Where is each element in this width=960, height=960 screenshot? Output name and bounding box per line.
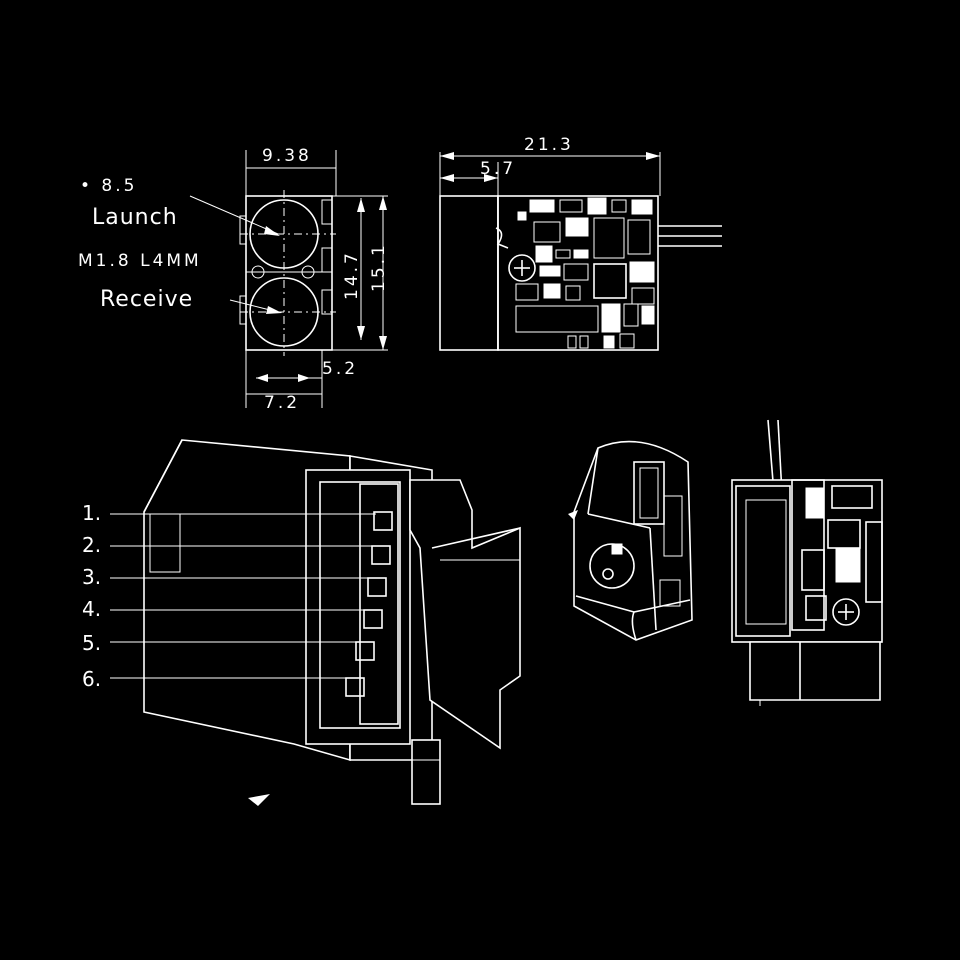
dim-total-length: 21.3 (524, 135, 574, 155)
receive-label: Receive (100, 287, 193, 312)
side-view: 21.3 5.7 (439, 135, 722, 351)
dim-top-width: 9.38 (262, 146, 312, 166)
launch-label: Launch (92, 205, 178, 230)
pin-label-6: 6. (82, 667, 101, 691)
dim-nose-length: 5.7 (480, 159, 516, 179)
pin-view: 1. 2. 3. 4. 5. 6. (82, 439, 521, 806)
dim-inner-height: 14.7 (342, 250, 362, 300)
iso-module (568, 440, 693, 641)
pin-label-3: 3. (82, 565, 101, 589)
dim-outer-height: 15.1 (369, 242, 389, 292)
front-view: 9.38 • 8.5 Launch M1.8 L4MM Receive 5.2 … (78, 146, 389, 413)
pin-label-2: 2. (82, 533, 101, 557)
pin-label-4: 4. (82, 597, 101, 621)
iso-transceiver (731, 419, 883, 706)
pin-label-1: 1. (82, 501, 101, 525)
dim-bottom-width: 7.2 (264, 393, 300, 413)
pin-label-5: 5. (82, 631, 101, 655)
note-diameter: • 8.5 (80, 176, 137, 196)
dim-offset: 5.2 (322, 359, 358, 379)
fiber-label: M1.8 L4MM (78, 251, 202, 271)
